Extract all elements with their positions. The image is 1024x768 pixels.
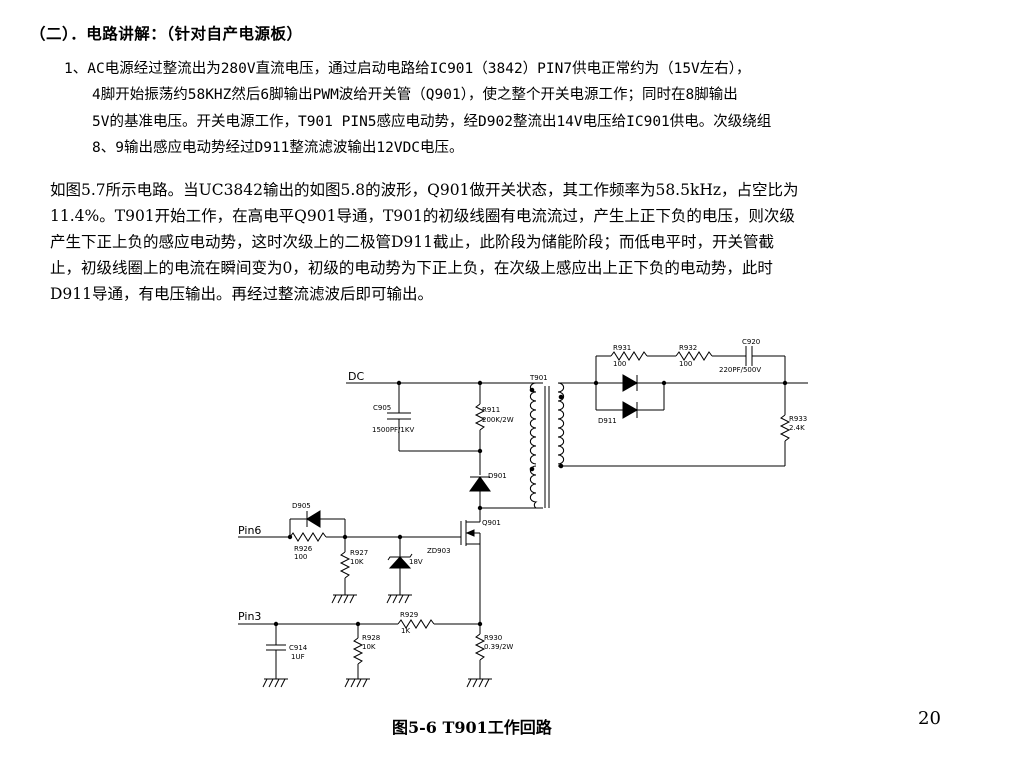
r927-label: R927 bbox=[350, 549, 368, 557]
r926-value: 100 bbox=[294, 553, 307, 561]
paragraph-line: 4脚开始振荡约58KHZ然后6脚输出PWM波给开关管（Q901），使之整个开关电… bbox=[92, 87, 738, 104]
paragraph-explanation: 1、AC电源经过整流出为280V直流电压，通过启动电路给IC901（3842）P… bbox=[64, 56, 994, 161]
r911-value: 200K/2W bbox=[482, 416, 514, 424]
r930-label: R930 bbox=[484, 634, 502, 642]
t901-label: T901 bbox=[529, 374, 548, 382]
r929-value: 1K bbox=[401, 627, 410, 635]
page-number: 20 bbox=[918, 708, 941, 729]
diode-d911: D911 bbox=[598, 374, 664, 425]
r930-value: 0.39/2W bbox=[484, 643, 513, 651]
d911-label: D911 bbox=[598, 417, 617, 425]
paragraph-analysis: 如图5.7所示电路。当UC3842输出的如图5.8的波形，Q901做开关状态，其… bbox=[50, 177, 982, 307]
c914-label: C914 bbox=[289, 644, 308, 652]
paragraph-line: 如图5.7所示电路。当UC3842输出的如图5.8的波形，Q901做开关状态，其… bbox=[50, 181, 799, 199]
pin3-label: Pin3 bbox=[238, 610, 261, 623]
r928-value: 10K bbox=[362, 643, 376, 651]
r932-value: 100 bbox=[679, 360, 692, 368]
section-heading: （二）．电路讲解：（针对自产电源板） bbox=[30, 24, 303, 43]
r931-label: R931 bbox=[613, 344, 631, 352]
transformer-t901: T901 bbox=[529, 374, 565, 509]
c920-value: 220PF/500V bbox=[719, 366, 761, 374]
c920-label: C920 bbox=[742, 338, 760, 346]
dc-rail: DC bbox=[346, 370, 543, 384]
paragraph-line: 1、AC电源经过整流出为280V直流电压，通过启动电路给IC901（3842）P… bbox=[64, 61, 751, 77]
r929-label: R929 bbox=[400, 611, 418, 619]
d901-label: D901 bbox=[488, 472, 507, 480]
paragraph-line: 产生下正上负的感应电动势，这时次级上的二极管D911截止，此阶段为储能阶段；而低… bbox=[50, 233, 775, 251]
dc-label: DC bbox=[348, 370, 364, 383]
r928-label: R928 bbox=[362, 634, 380, 642]
q901-label: Q901 bbox=[482, 519, 501, 527]
secondary-circuit: R931 100 R932 100 C920 220PF/500V R933 2… bbox=[558, 338, 808, 467]
r911-label: R911 bbox=[482, 406, 500, 414]
r932-label: R932 bbox=[679, 344, 697, 352]
r927-value: 10K bbox=[350, 558, 364, 566]
figure-caption: 图5-6 T901工作回路 bbox=[392, 718, 552, 737]
c905-value: 1500PF/1KV bbox=[372, 426, 414, 434]
resistor-r911: R911 200K/2W bbox=[474, 383, 514, 451]
pin6-label: Pin6 bbox=[238, 524, 261, 537]
r933-label: R933 bbox=[789, 415, 807, 423]
zd903-value: 18V bbox=[409, 558, 423, 566]
ground-symbols-lower bbox=[262, 678, 492, 688]
capacitor-c905: C905 1500PF/1KV bbox=[372, 383, 480, 452]
r931-value: 100 bbox=[613, 360, 626, 368]
paragraph-line: 5V的基准电压。开关电源工作，T901 PIN5感应电动势，经D902整流出14… bbox=[92, 113, 772, 130]
current-sense: Pin3 R929 1K C914 1UF R928 10K R930 0.39… bbox=[238, 560, 513, 679]
diode-d901: D901 bbox=[469, 451, 543, 509]
paragraph-line: 8、9输出感应电动势经过D911整流滤波输出12VDC电压。 bbox=[92, 139, 464, 156]
c905-label: C905 bbox=[373, 404, 391, 412]
r926-label: R926 bbox=[294, 545, 313, 553]
c914-value: 1UF bbox=[291, 653, 305, 661]
d905-label: D905 bbox=[292, 502, 311, 510]
paragraph-line: D911导通，有电压输出。再经过整流滤波后即可输出。 bbox=[50, 285, 434, 303]
paragraph-line: 11.4%。T901开始工作，在高电平Q901导通，T901的初级线圈有电流流过… bbox=[50, 207, 795, 225]
junction-dots bbox=[273, 380, 788, 627]
zd903-label: ZD903 bbox=[427, 547, 451, 555]
paragraph-line: 止，初级线圈上的电流在瞬间变为0，初级的电动势为下正上负，在次级上感应出上正下负… bbox=[50, 259, 773, 277]
r933-value: 2.4K bbox=[789, 424, 805, 432]
gate-drive: Pin6 D905 R926 100 R927 10K ZD903 18V bbox=[238, 502, 461, 595]
mosfet-q901: Q901 bbox=[460, 508, 501, 560]
ground-symbols-upper bbox=[331, 594, 412, 604]
